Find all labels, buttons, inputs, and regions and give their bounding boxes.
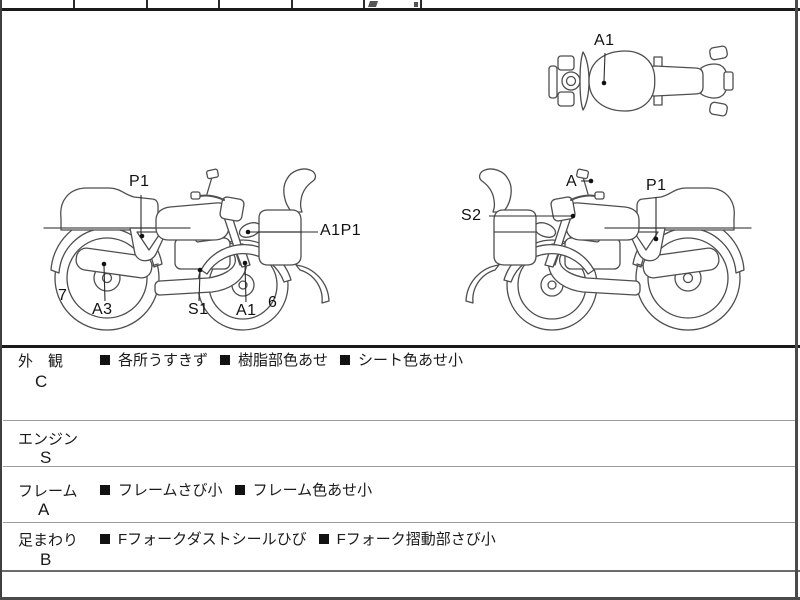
left-side-drawing: [465, 168, 752, 331]
defect-label-a1p1: A1P1: [320, 222, 362, 239]
row-divider: [3, 466, 796, 467]
category-label: フレーム: [18, 483, 78, 500]
header-cell-divider: [291, 0, 293, 8]
category-label: エンジン: [18, 431, 79, 448]
defect-label-7: 7: [58, 287, 68, 304]
bullet-square-icon: [340, 354, 351, 365]
grade-value: B: [40, 550, 52, 569]
defect-items: 各所うすきず 樹脂部色あせ シート色あせ小: [100, 349, 463, 370]
defect-item: 樹脂部色あせ: [220, 349, 328, 370]
sheet-border-bottom: [0, 597, 800, 600]
header-cell-divider: [218, 0, 220, 8]
defect-label-p1-left: P1: [646, 177, 667, 194]
bullet-square-icon: [318, 533, 329, 544]
bullet-square-icon: [100, 533, 110, 544]
clipped-text-fragment: [414, 2, 418, 7]
motorcycle-left-side-diagram: S2 A P1: [425, 168, 765, 333]
row-divider: [3, 420, 796, 421]
bullet-square-icon: [100, 354, 110, 365]
category-label: 外 観: [18, 353, 64, 370]
top-view-drawing: [548, 45, 734, 117]
defect-item: 各所うすきず: [100, 349, 208, 370]
header-cell-divider: [363, 0, 365, 8]
category-label: 足まわり: [18, 532, 79, 549]
defect-items: フレームさび小 フレーム色あせ小: [100, 479, 372, 500]
defect-label-6: 6: [268, 294, 278, 311]
top-rule: [0, 8, 800, 11]
defect-label-p1: P1: [129, 173, 150, 190]
defect-item: Fフォークダストシールひび: [100, 528, 307, 549]
defect-item: フレームさび小: [100, 479, 223, 500]
defect-item: フレーム色あせ小: [234, 479, 372, 500]
header-cell-divider: [420, 0, 422, 8]
grade-value: A: [38, 500, 50, 519]
clipped-header-row: [0, 0, 800, 8]
row-divider: [3, 522, 796, 523]
sheet-border-right: [795, 0, 798, 600]
defect-label-a1-top: A1: [594, 32, 615, 49]
defect-label-s2: S2: [461, 207, 482, 224]
row-divider-bottom: [0, 570, 800, 572]
defect-label-a: A: [566, 173, 578, 190]
defect-item: Fフォーク摺動部さび小: [318, 528, 496, 549]
defect-items: Fフォークダストシールひび Fフォーク摺動部さび小: [100, 528, 496, 549]
defect-item: シート色あせ小: [340, 349, 463, 370]
header-cell-divider: [146, 0, 148, 8]
table-top-rule: [0, 345, 800, 348]
grade-value: C: [35, 372, 48, 391]
grade-value: S: [40, 448, 52, 467]
sheet-border-left: [0, 0, 2, 600]
motorcycle-top-view-diagram: A1: [545, 30, 745, 122]
clipped-text-fragment: [368, 1, 378, 7]
defect-label-a1: A1: [236, 302, 257, 319]
bullet-square-icon: [220, 354, 231, 365]
header-cell-divider: [73, 0, 75, 8]
defect-label-s1: S1: [188, 301, 209, 318]
bullet-square-icon: [234, 484, 245, 495]
defect-label-a3: A3: [92, 301, 113, 318]
motorcycle-right-side-diagram: P1 A1P1 7 A3 S1 A1 6: [30, 168, 370, 333]
right-side-drawing: [43, 168, 330, 331]
bullet-square-icon: [100, 484, 110, 495]
